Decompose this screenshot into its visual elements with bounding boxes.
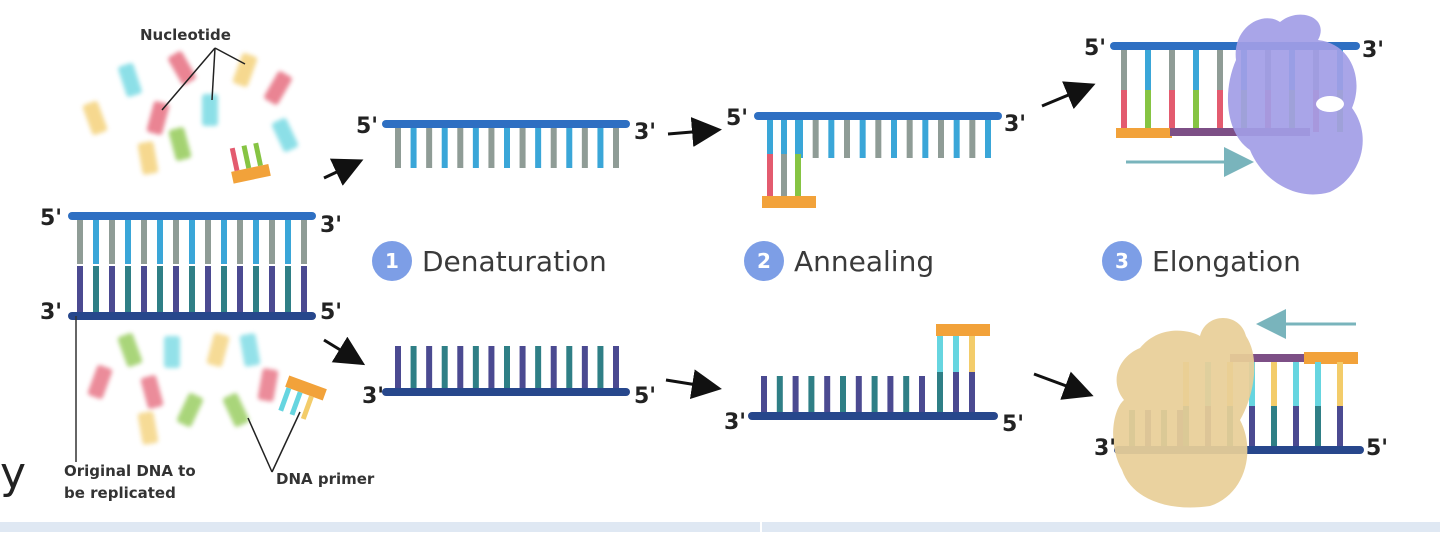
nucleotide bbox=[168, 127, 192, 161]
cropped-text-fragment: y bbox=[0, 448, 27, 499]
original-dna-label-line1: Original DNA to bbox=[64, 462, 196, 480]
primer bbox=[1116, 128, 1172, 138]
nucleotide bbox=[137, 141, 159, 175]
nucleotide bbox=[137, 411, 159, 445]
denat-bottom-5-prime: 5' bbox=[634, 384, 657, 409]
step-name: Denaturation bbox=[422, 244, 607, 278]
arrow-to-denaturation-bottom bbox=[323, 336, 366, 366]
nucleotide-pointer bbox=[161, 47, 216, 111]
primer bbox=[936, 324, 990, 336]
elong-bottom-5-prime: 5' bbox=[1366, 436, 1389, 461]
anneal-bottom-strand bbox=[748, 324, 998, 420]
nucleotide bbox=[87, 365, 113, 399]
arrow-to-elongation-bottom bbox=[1033, 371, 1094, 400]
elong-top-3-prime: 3' bbox=[1362, 38, 1385, 63]
primer bbox=[231, 163, 271, 184]
nucleotide bbox=[140, 375, 164, 409]
denat-top-strand bbox=[382, 120, 630, 168]
original-dna bbox=[68, 212, 316, 462]
step-name: Elongation bbox=[1152, 244, 1301, 278]
original-top-3-prime: 3' bbox=[320, 213, 343, 238]
nucleotide-pointer bbox=[214, 47, 246, 65]
arrow-to-annealing-bottom bbox=[665, 369, 722, 400]
step-number-badge: 2 bbox=[744, 241, 784, 281]
nucleotide bbox=[176, 393, 204, 427]
nucleotide bbox=[168, 51, 196, 85]
nucleotide bbox=[264, 71, 292, 105]
nucleotide bbox=[146, 101, 170, 135]
nucleotide bbox=[164, 336, 180, 368]
denat-bottom-strand bbox=[382, 346, 630, 396]
primer-pointer bbox=[247, 417, 273, 473]
denat-top-3-prime: 3' bbox=[634, 120, 657, 145]
nucleotide bbox=[271, 118, 299, 152]
original-bottom-5-prime: 5' bbox=[320, 300, 343, 325]
step-number-badge: 3 bbox=[1102, 241, 1142, 281]
band-separator bbox=[760, 522, 762, 532]
dna-polymerase-bottom bbox=[1113, 318, 1255, 508]
elong-top-5-prime: 5' bbox=[1084, 36, 1107, 61]
primer-base bbox=[278, 387, 292, 412]
primer-base bbox=[300, 395, 314, 420]
elong-top-strand bbox=[1110, 14, 1363, 195]
original-top-5-prime: 5' bbox=[40, 206, 63, 231]
dna-polymerase-top bbox=[1227, 14, 1363, 195]
step-denaturation: 1 Denaturation bbox=[372, 241, 607, 281]
nucleotide bbox=[118, 63, 142, 97]
nucleotide-cluster-top bbox=[82, 47, 299, 184]
primer bbox=[285, 375, 327, 401]
denat-top-5-prime: 5' bbox=[356, 114, 379, 139]
anneal-top-5-prime: 5' bbox=[726, 106, 749, 131]
primer bbox=[762, 196, 816, 208]
anneal-top-3-prime: 3' bbox=[1004, 112, 1027, 137]
primer bbox=[1304, 352, 1358, 364]
arrow-to-elongation-top bbox=[1041, 81, 1096, 110]
nucleotide bbox=[222, 393, 250, 427]
primer-base bbox=[241, 145, 252, 169]
nucleotide bbox=[206, 333, 230, 367]
nucleotide bbox=[82, 101, 108, 135]
original-dna-label-line2: be replicated bbox=[64, 484, 176, 502]
step-elongation: 3 Elongation bbox=[1102, 241, 1301, 281]
step-annealing: 2 Annealing bbox=[744, 241, 934, 281]
original-bottom-3-prime: 3' bbox=[40, 300, 63, 325]
elong-bottom-strand bbox=[1113, 309, 1364, 508]
nucleotide bbox=[257, 368, 279, 402]
arrow-to-denaturation-top bbox=[323, 158, 364, 186]
step-number-badge: 1 bbox=[372, 241, 412, 281]
nucleotide-label: Nucleotide bbox=[140, 26, 231, 44]
step-name: Annealing bbox=[794, 244, 935, 278]
anneal-bottom-5-prime: 5' bbox=[1002, 412, 1025, 437]
nucleotide bbox=[202, 94, 218, 126]
dna-primer-label: DNA primer bbox=[276, 470, 375, 488]
polymerase-hole bbox=[1316, 96, 1344, 112]
primer-base bbox=[229, 147, 240, 172]
nucleotide bbox=[239, 333, 261, 367]
primer-base bbox=[253, 142, 263, 167]
anneal-top-strand bbox=[754, 112, 1002, 208]
bottom-band bbox=[0, 522, 1440, 532]
nucleotide bbox=[117, 333, 143, 367]
primer-pointer bbox=[271, 411, 301, 473]
nucleotide-pointer bbox=[211, 47, 216, 101]
new-strand bbox=[1230, 354, 1310, 362]
nucleotide bbox=[232, 53, 258, 87]
denat-bottom-3-prime: 3' bbox=[362, 384, 385, 409]
primer-base bbox=[289, 391, 303, 416]
arrow-to-annealing-top bbox=[667, 117, 722, 147]
nucleotide-cluster-bottom bbox=[87, 333, 327, 473]
anneal-bottom-3-prime: 3' bbox=[724, 410, 747, 435]
elong-bottom-3-prime: 3' bbox=[1094, 436, 1117, 461]
